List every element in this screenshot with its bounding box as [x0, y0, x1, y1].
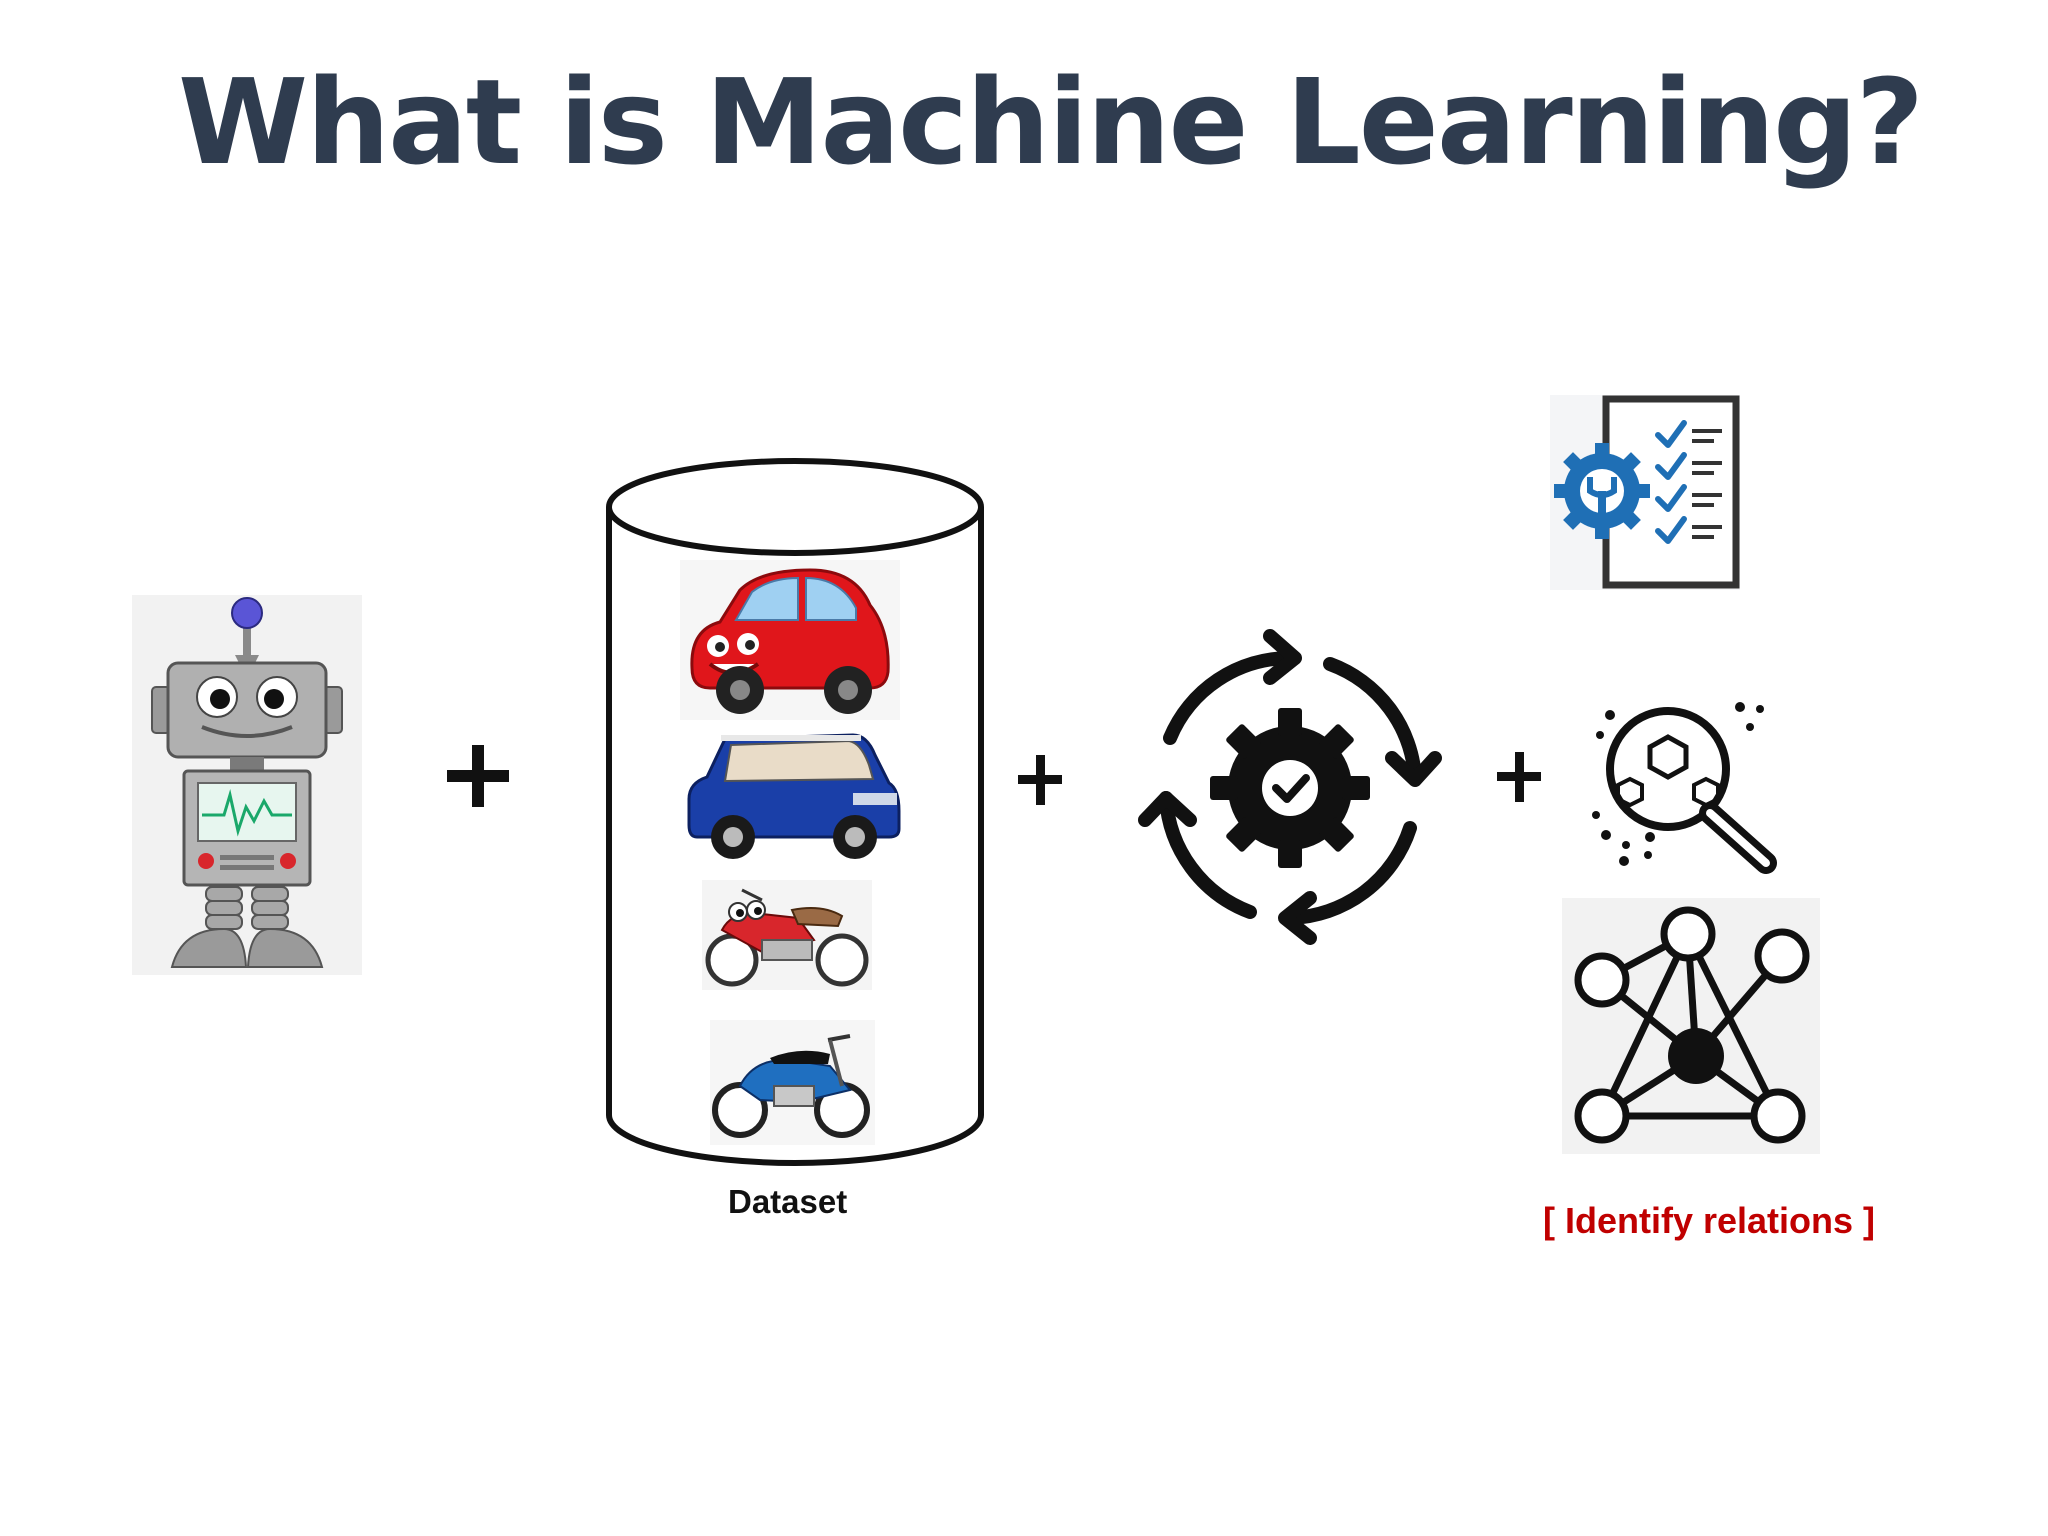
plus-icon	[447, 745, 509, 807]
blue-suv-icon	[685, 725, 905, 865]
plus-operator-2	[1018, 755, 1062, 809]
magnifier-analysis-icon	[1592, 702, 1777, 874]
gear-checklist-icon	[1550, 395, 1740, 590]
slide-title: What is Machine Learning?	[178, 53, 1924, 191]
robot-icon	[132, 595, 362, 975]
gear-cycle-icon	[1138, 629, 1442, 945]
plus-operator-3	[1497, 752, 1541, 806]
network-graph-icon	[1562, 898, 1820, 1154]
plus-icon	[1018, 755, 1062, 805]
blue-motorcycle-icon	[710, 1020, 875, 1145]
dataset-label: Dataset	[728, 1183, 848, 1220]
plus-icon	[1497, 752, 1541, 802]
red-cartoon-motorcycle-icon	[702, 880, 872, 990]
plus-operator-1	[447, 745, 509, 811]
identify-relations-caption: [ Identify relations ]	[1543, 1200, 1876, 1241]
red-cartoon-car-icon	[680, 560, 900, 720]
